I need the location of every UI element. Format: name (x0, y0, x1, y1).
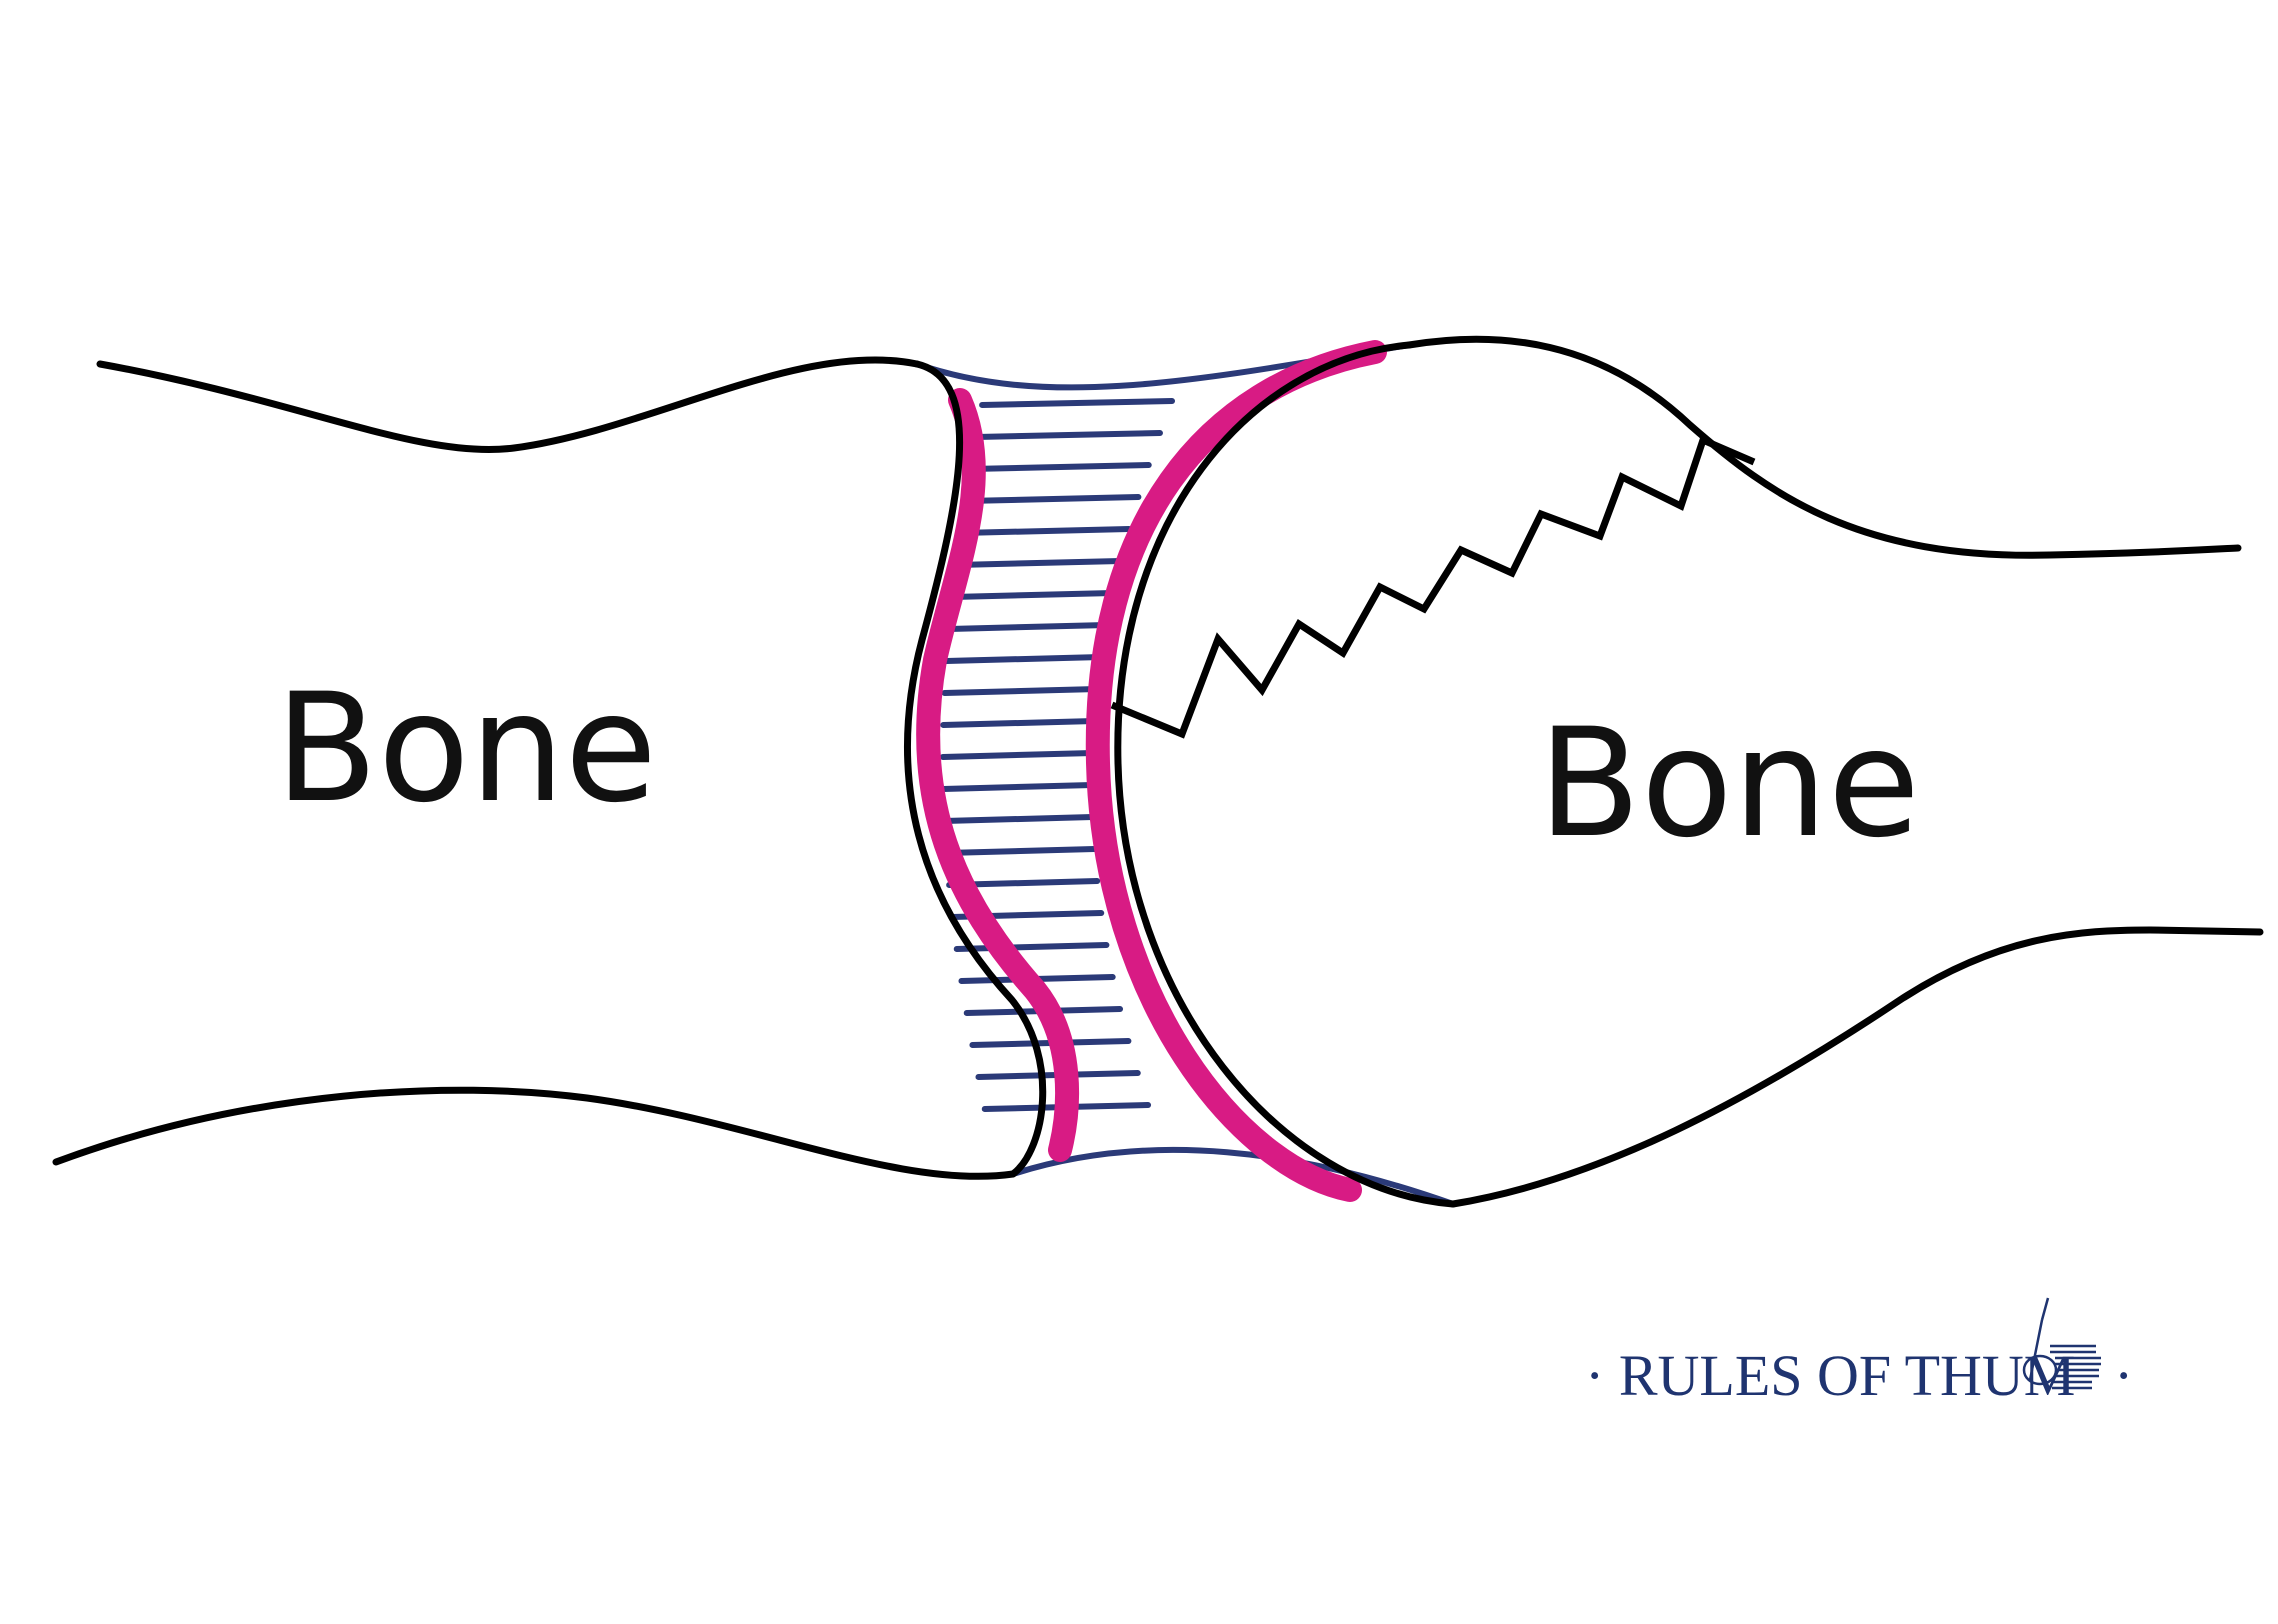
ligament-fiber (962, 494, 1142, 504)
ligament-fiber (968, 462, 1152, 472)
right-bone-top-outline (1405, 335, 2242, 559)
left-cartilage (916, 388, 1079, 1162)
capsule-bottom-outline (1012, 1146, 1454, 1207)
ligament-fiber (943, 654, 1105, 664)
ligament-fiber (953, 942, 1110, 952)
ligament-fiber (973, 430, 1163, 440)
ligament-fiber (941, 686, 1101, 696)
joint-capsule-ligament-lines (939, 398, 1176, 1112)
logo-text: · RULES OF THUM (1585, 1343, 2075, 1408)
ligament-fiber (939, 750, 1096, 760)
skeletal-thumb-icon (2022, 1297, 2101, 1390)
left-bone-label: Bone (275, 662, 657, 836)
right-bone-bottom-outline (1449, 926, 2264, 1208)
ligament-fiber (941, 814, 1096, 824)
right-bone-label: Bone (1538, 697, 1920, 871)
rules-of-thumb-logo: · RULES OF THUM · (1585, 1297, 2133, 1408)
ligament-fiber (940, 782, 1096, 792)
ligament-fiber (957, 526, 1132, 536)
ligament-fiber (949, 590, 1117, 600)
fracture-line (1110, 435, 1756, 739)
right-bone-head-outline (1114, 341, 1457, 1208)
ligament-fiber (953, 558, 1124, 568)
logo-trailing-dot: · (2114, 1343, 2133, 1408)
ligament-fiber (946, 622, 1110, 632)
right-cartilage (1085, 340, 1387, 1202)
ligament-fiber (943, 846, 1098, 856)
left-bone-bottom-outline (52, 1086, 1017, 1180)
left-bone-top-outline (96, 356, 921, 454)
ligament-fiber (940, 718, 1098, 728)
ligament-fiber (979, 398, 1176, 408)
left-bone-end-outline (904, 360, 1047, 1178)
